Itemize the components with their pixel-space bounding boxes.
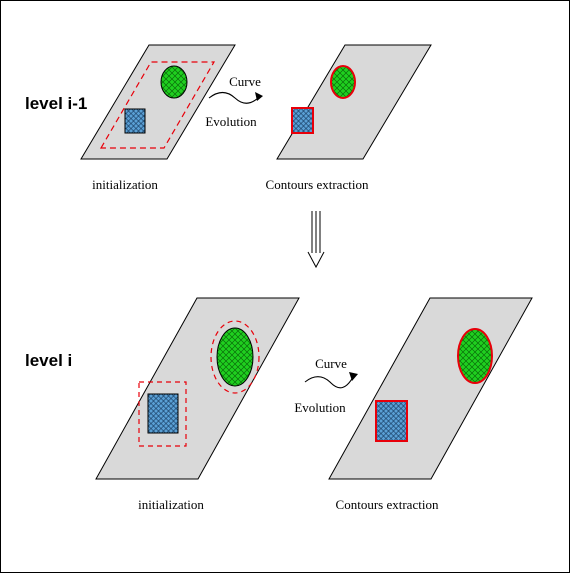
bottom-evolution-arrow: Curve Evolution bbox=[294, 356, 358, 415]
down-double-arrow bbox=[307, 211, 325, 269]
dashed-initial-circle-contour bbox=[210, 320, 260, 394]
caption-top-right: Contours extraction bbox=[266, 177, 369, 192]
curve-arrow bbox=[304, 376, 354, 389]
circle-extracted-contour bbox=[457, 328, 493, 384]
plane bbox=[276, 44, 432, 160]
top-init-plane bbox=[80, 44, 236, 160]
plane bbox=[328, 297, 533, 480]
square-object bbox=[124, 108, 146, 134]
level-label-bottom: level i bbox=[25, 351, 72, 370]
caption-bottom-left: initialization bbox=[138, 497, 204, 512]
top-evolution-arrow: Curve Evolution bbox=[205, 74, 263, 129]
arrow-label-evolution-bottom: Evolution bbox=[294, 400, 346, 415]
bottom-init-plane bbox=[95, 297, 300, 480]
circle-object bbox=[216, 327, 254, 387]
arrow-label-curve-top: Curve bbox=[229, 74, 261, 89]
arrow-head bbox=[255, 92, 263, 101]
curve-arrow bbox=[208, 91, 260, 104]
dashed-initial-contour bbox=[99, 61, 216, 149]
arrow-label-evolution-top: Evolution bbox=[205, 114, 257, 129]
square-extracted-contour bbox=[375, 400, 408, 442]
arrow-head bbox=[349, 372, 358, 381]
level-label-top: level i-1 bbox=[25, 94, 87, 113]
square-extracted-contour bbox=[291, 107, 314, 134]
arrow-head bbox=[307, 251, 325, 269]
square-object bbox=[147, 393, 179, 434]
caption-bottom-right: Contours extraction bbox=[336, 497, 439, 512]
plane bbox=[80, 44, 236, 160]
dashed-initial-square-contour bbox=[138, 381, 187, 447]
bottom-extract-plane bbox=[328, 297, 533, 480]
plane bbox=[95, 297, 300, 480]
circle-extracted-contour bbox=[330, 65, 356, 99]
circle-object bbox=[160, 65, 188, 99]
top-extract-plane bbox=[276, 44, 432, 160]
arrow-label-curve-bottom: Curve bbox=[315, 356, 347, 371]
caption-top-left: initialization bbox=[92, 177, 158, 192]
